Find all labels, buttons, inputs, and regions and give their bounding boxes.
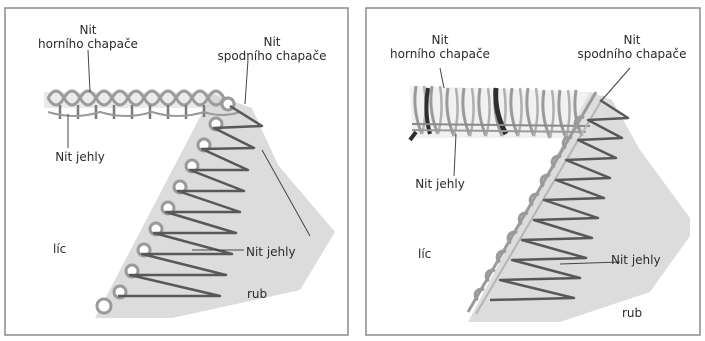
label-needle-thread-top: Nit jehly: [55, 150, 105, 164]
label-lower-looper-line2: spodního chapače: [577, 47, 686, 61]
label-upper-looper-line2: horního chapače: [390, 47, 490, 61]
label-back-side: rub: [247, 287, 267, 301]
label-face-side: líc: [418, 247, 431, 261]
label-needle-thread-top: Nit jehly: [415, 177, 465, 191]
label-face-side: líc: [53, 242, 66, 256]
label-upper-looper-line1: Nit: [431, 33, 448, 47]
label-lower-looper-line2: spodního chapače: [217, 49, 326, 63]
label-upper-looper-line1: Nit: [79, 23, 96, 37]
panel-left: Nit horního chapače Nit spodního chapače…: [5, 8, 348, 335]
label-lower-looper-line1: Nit: [263, 35, 280, 49]
label-needle-thread-bottom: Nit jehly: [246, 245, 296, 259]
label-back-side: rub: [622, 306, 642, 320]
label-needle-thread-bottom: Nit jehly: [611, 253, 661, 267]
label-upper-looper-line2: horního chapače: [38, 37, 138, 51]
upper-looper-thread-loops: [410, 86, 592, 140]
label-lower-looper-line1: Nit: [623, 33, 640, 47]
panel-right: Nit horního chapače Nit spodního chapače…: [366, 8, 700, 335]
